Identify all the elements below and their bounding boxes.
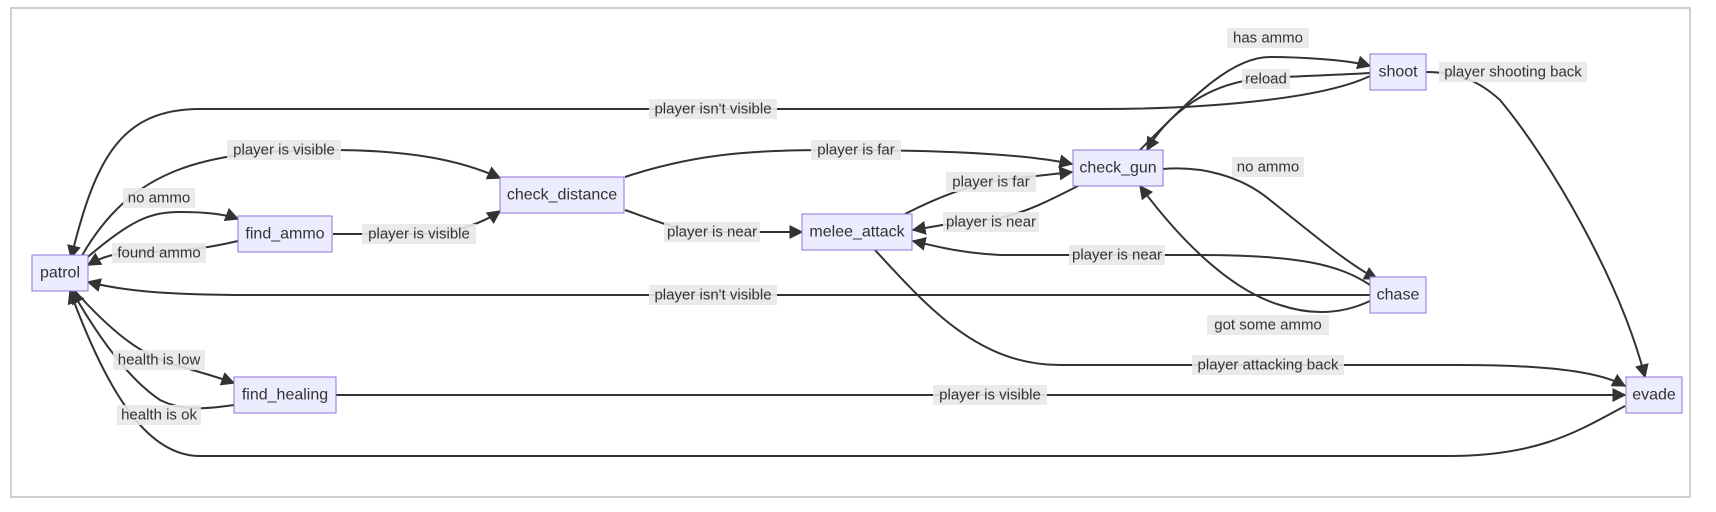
node-label: shoot (1378, 64, 1418, 81)
node-find-healing[interactable]: find_healing (233, 376, 337, 414)
node-label: find_healing (242, 387, 328, 404)
node-shoot[interactable]: shoot (1369, 53, 1427, 91)
edge-find-healing-to-patrol (71, 289, 235, 410)
label-text: health is low (118, 352, 201, 369)
label-find-healing-to-patrol: health is ok (117, 405, 201, 425)
label-text: player attacking back (1198, 357, 1339, 374)
edge-chase-to-patrol (86, 278, 1370, 296)
node-label: check_distance (507, 187, 617, 204)
label-text: player is near (667, 224, 757, 241)
label-find-ammo-to-check-distance: player is visible (362, 224, 476, 244)
label-check-gun-to-chase: no ammo (1232, 157, 1304, 177)
label-patrol-to-check-distance: player is visible (227, 140, 341, 160)
node-patrol[interactable]: patrol (31, 254, 89, 292)
node-evade[interactable]: evade (1625, 376, 1683, 414)
label-text: player is far (817, 142, 895, 159)
label-text: found ammo (117, 245, 200, 262)
node-label: chase (1377, 287, 1420, 304)
label-chase-to-patrol: player isn't visible (649, 285, 777, 305)
label-check-gun-to-melee-attack: player is near (943, 212, 1039, 232)
label-text: health is ok (121, 407, 197, 424)
label-text: player shooting back (1444, 64, 1582, 81)
label-text: reload (1245, 71, 1287, 88)
label-shoot-to-evade: player shooting back (1439, 62, 1587, 82)
label-chase-to-melee-attack: player is near (1069, 245, 1165, 265)
edge-check-gun-to-chase (1162, 167, 1379, 280)
label-text: no ammo (128, 190, 191, 207)
label-text: player is visible (939, 387, 1041, 404)
label-text: player isn't visible (654, 101, 771, 118)
label-text: no ammo (1237, 159, 1300, 176)
node-check-distance[interactable]: check_distance (499, 176, 625, 214)
edge-melee-attack-to-evade (874, 249, 1627, 387)
edge-shoot-to-patrol (67, 75, 1371, 260)
label-check-distance-to-check-gun: player is far (811, 140, 901, 160)
label-text: has ammo (1233, 30, 1303, 47)
node-chase[interactable]: chase (1369, 276, 1427, 314)
label-text: player is visible (368, 226, 470, 243)
diagram-frame (10, 7, 1691, 498)
label-patrol-to-find-healing: health is low (113, 350, 205, 370)
node-label: check_gun (1079, 160, 1156, 177)
edge-chase-to-melee-attack (911, 236, 1371, 286)
label-text: player isn't visible (654, 287, 771, 304)
label-text: player is visible (233, 142, 335, 159)
node-label: patrol (40, 265, 80, 282)
label-find-ammo-to-patrol: found ammo (112, 243, 206, 263)
edge-patrol-to-find-ammo (81, 207, 240, 263)
label-text: player is near (946, 214, 1036, 231)
edge-chase-to-check-gun (1139, 184, 1371, 313)
label-check-distance-to-melee-attack: player is near (664, 222, 760, 242)
node-label: find_ammo (245, 226, 324, 243)
label-text: player is near (1072, 247, 1162, 264)
node-check-gun[interactable]: check_gun (1072, 149, 1164, 187)
label-shoot-to-check-gun: reload (1242, 69, 1290, 89)
label-text: got some ammo (1214, 317, 1322, 334)
node-label: evade (1632, 387, 1676, 404)
node-find-ammo[interactable]: find_ammo (237, 215, 333, 253)
label-patrol-to-find-ammo: no ammo (123, 188, 195, 208)
label-chase-to-check-gun: got some ammo (1207, 315, 1329, 335)
node-label: melee_attack (809, 224, 905, 241)
label-melee-attack-to-check-gun: player is far (946, 172, 1036, 192)
label-melee-attack-to-evade: player attacking back (1192, 355, 1344, 375)
label-shoot-to-patrol: player isn't visible (649, 99, 777, 119)
edge-evade-to-patrol (67, 289, 1626, 457)
label-text: player is far (952, 174, 1030, 191)
label-find-healing-to-evade: player is visible (933, 385, 1047, 405)
node-melee-attack[interactable]: melee_attack (801, 213, 913, 251)
label-check-gun-to-shoot: has ammo (1227, 28, 1309, 48)
edge-shoot-to-evade (1425, 71, 1649, 379)
